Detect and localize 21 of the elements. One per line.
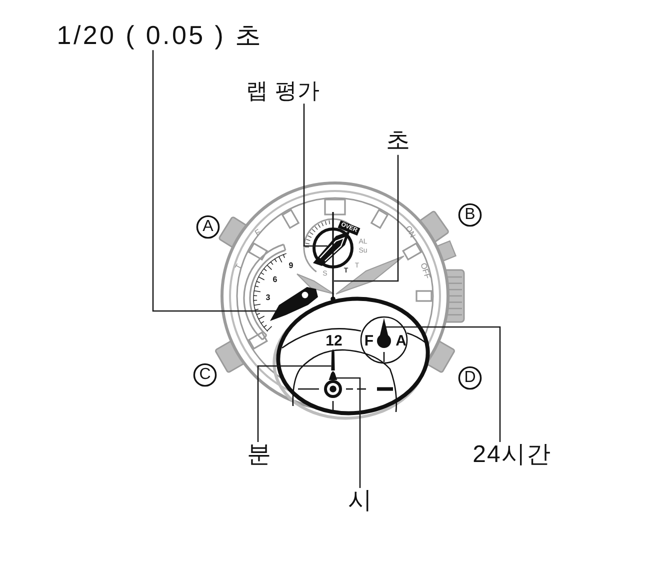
button-letter: A [202, 219, 214, 235]
scale-number: 9 [288, 262, 294, 270]
button-letter: B [464, 207, 476, 223]
bezel-marking: F [254, 228, 262, 238]
subdial-marking: F [364, 334, 374, 348]
callout-label: 랩 평가 [244, 79, 322, 104]
callout-label: 분 [246, 442, 272, 469]
scale-number: 3 [266, 294, 270, 302]
bezel-marking: T [234, 262, 244, 272]
callout-label: 1/20 ( 0.05 ) 초 [56, 21, 264, 50]
button-letter: D [464, 370, 476, 386]
callout-label: 초 [385, 128, 411, 155]
bezel-marking: OFF [418, 262, 432, 280]
callout-label: 24시간 [472, 442, 552, 469]
callout-label: 시 [347, 488, 373, 515]
scale-number: 6 [272, 276, 278, 284]
subdial-marking: 12 [326, 334, 342, 348]
leader-line [152, 50, 276, 312]
button-letter: C [199, 367, 211, 383]
bezel-marking: ON [404, 224, 416, 240]
subdial-marking: A [396, 334, 406, 348]
